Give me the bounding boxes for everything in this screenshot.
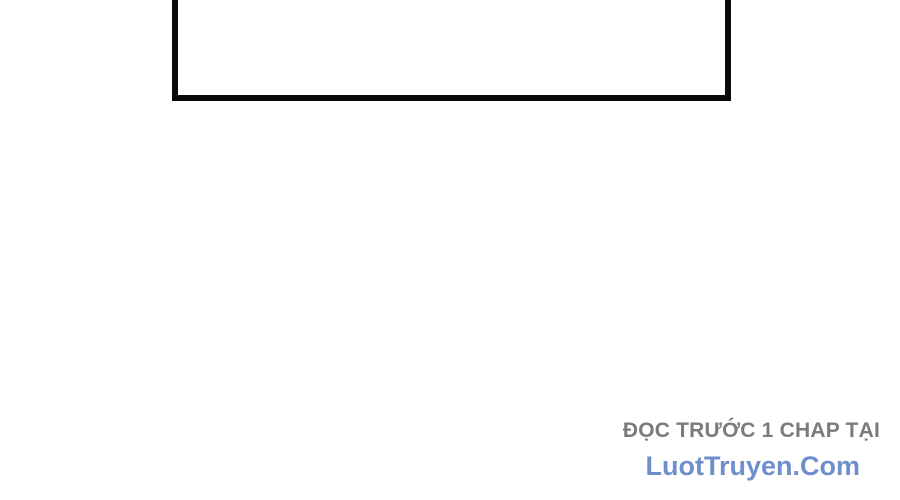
watermark-tagline: ĐỌC TRƯỚC 1 CHAP TẠI <box>622 419 880 442</box>
comic-panel-frame <box>172 0 731 101</box>
watermark-site-name: LuotTruyen.Com <box>645 451 861 481</box>
watermark: ĐỌC TRƯỚC 1 CHAP TẠI LuotTruyen.Com <box>580 418 880 482</box>
